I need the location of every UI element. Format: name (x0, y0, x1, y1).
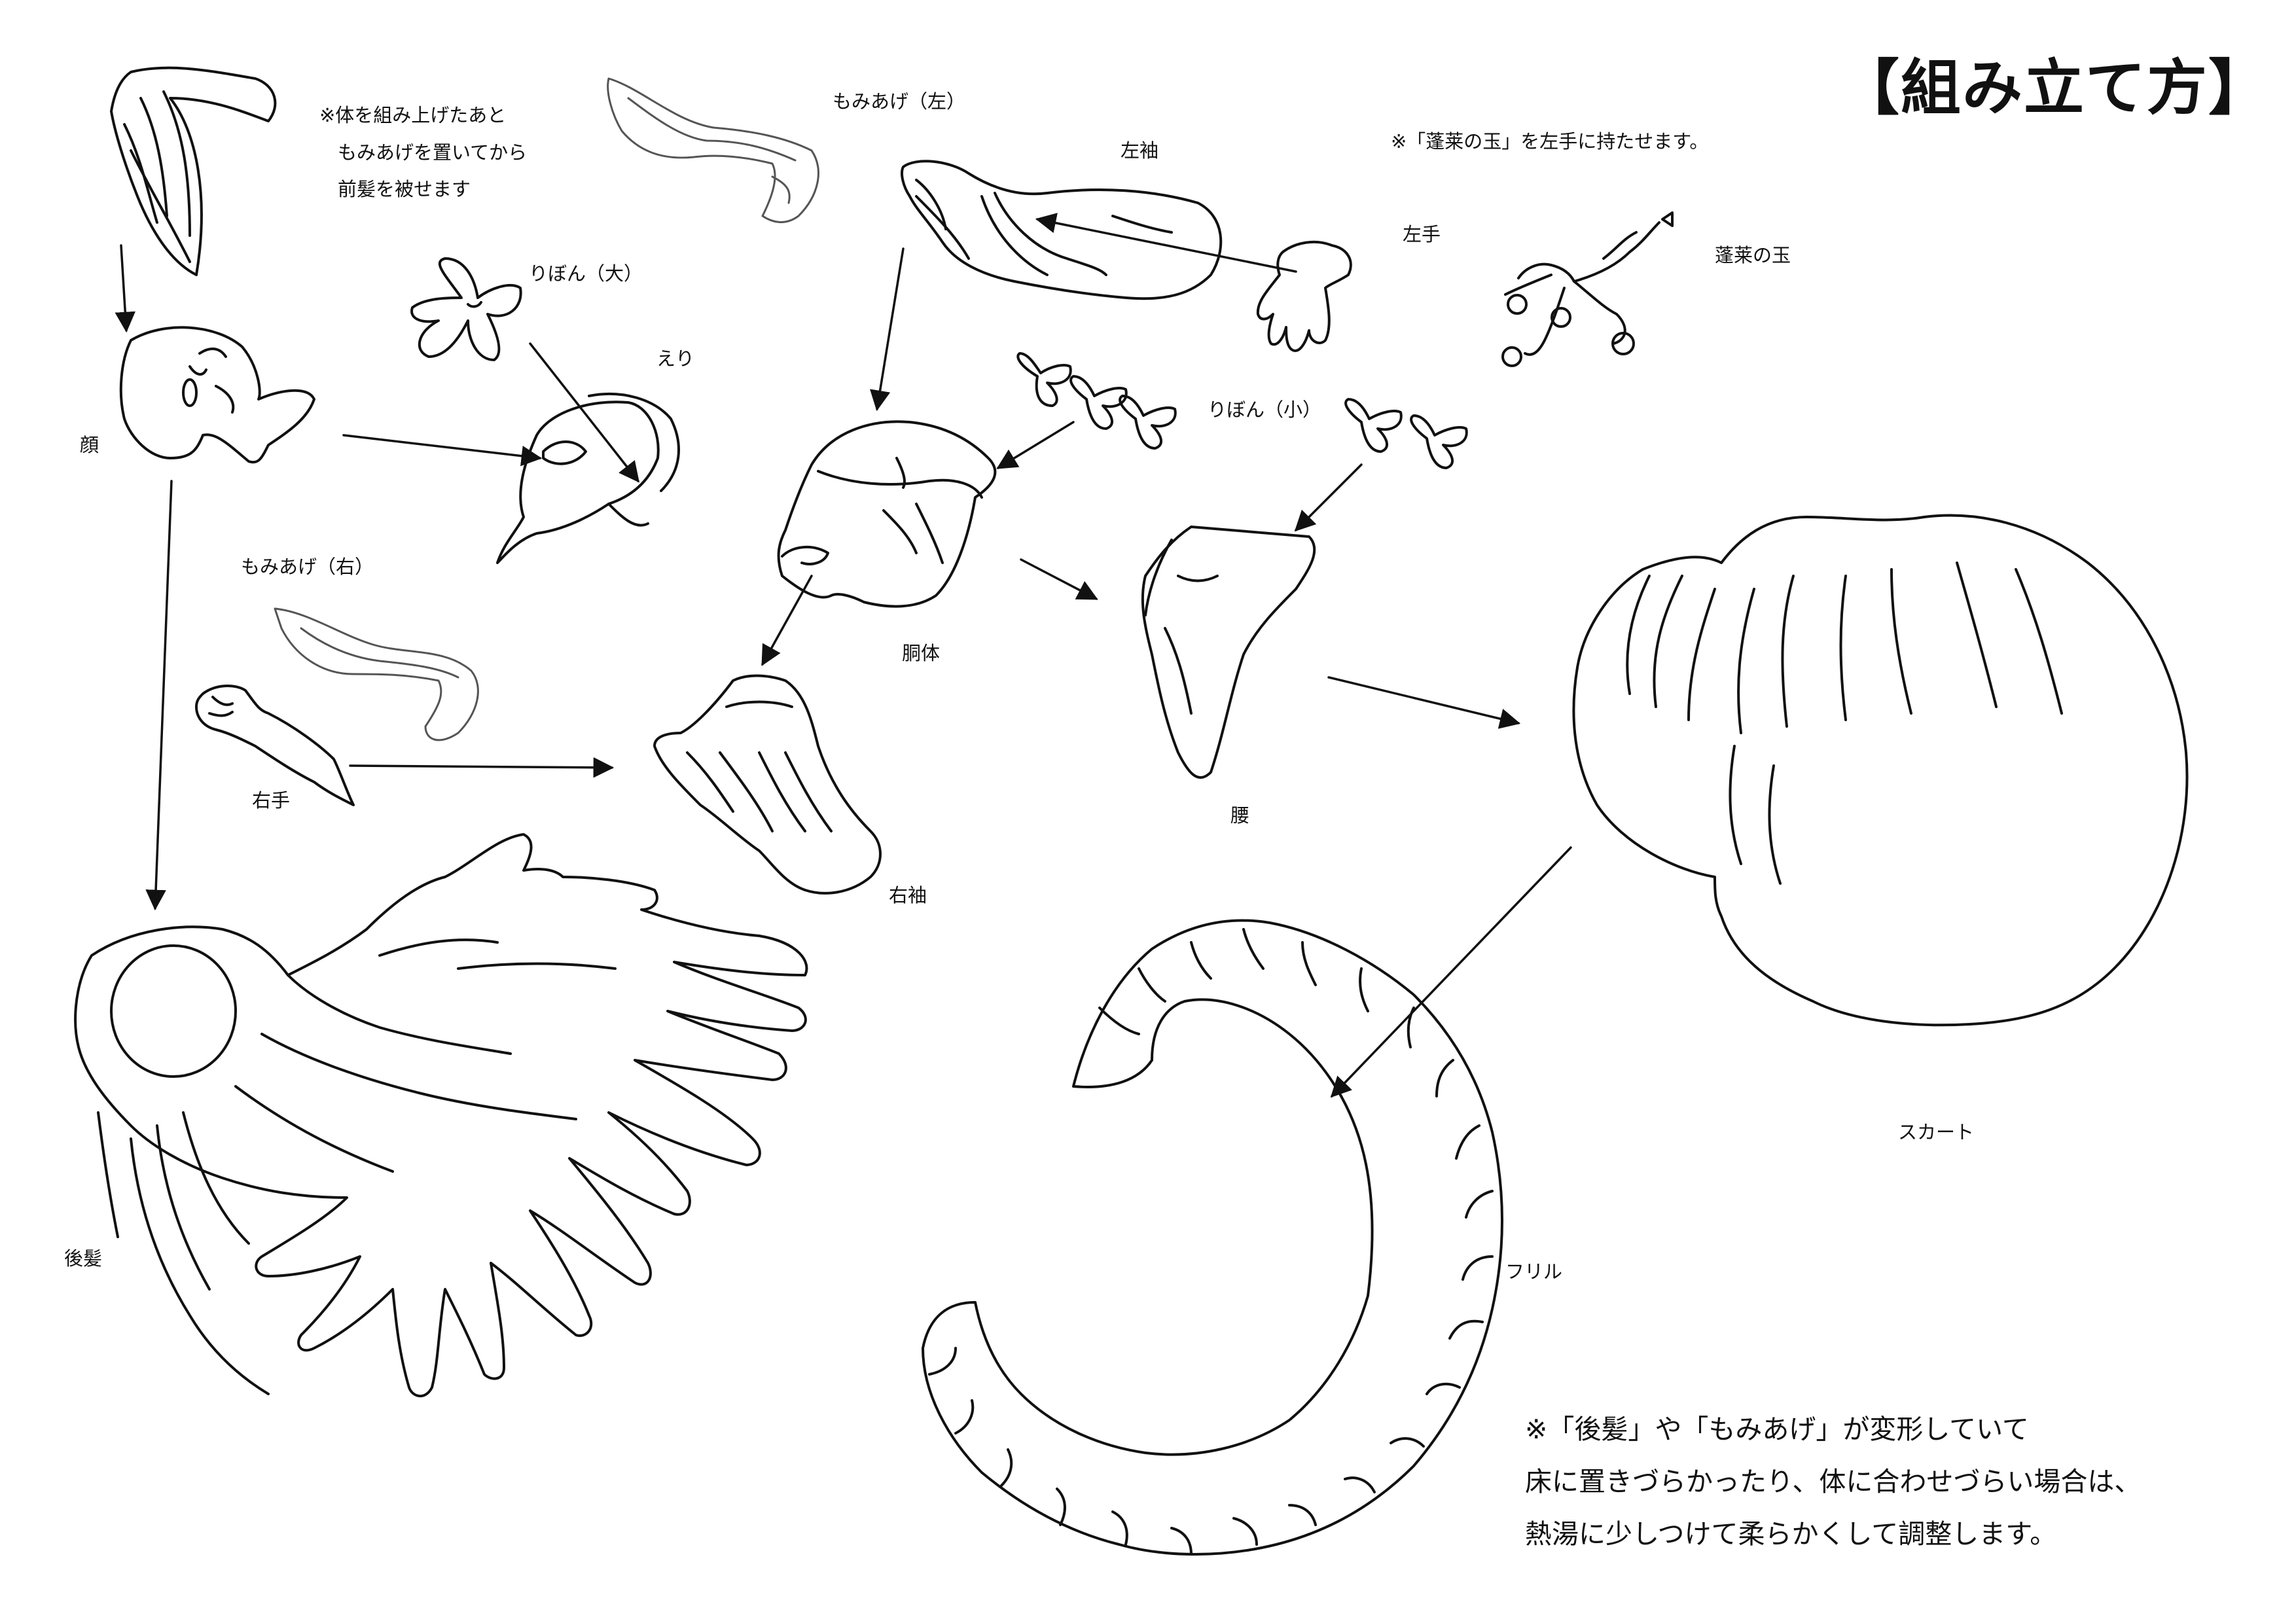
collar-part (497, 394, 679, 563)
note-deform: ※「後髪」や「もみあげ」が変形していて 床に置きづらかったり、体に合わせづらい場… (1525, 1404, 2141, 1561)
label-back-hair: 後髪 (64, 1247, 103, 1270)
note-deform-line: 床に置きづらかったり、体に合わせづらい場合は、 (1525, 1465, 2142, 1497)
frill-part (923, 920, 1502, 1554)
hourai-orb-part (1503, 213, 1672, 366)
skirt-part (1573, 516, 2187, 1026)
page-title: 【組み立て方】 (1839, 53, 2270, 123)
note-bangs-line: ※体を組み上げたあと (319, 104, 507, 126)
label-waist: 腰 (1230, 804, 1250, 827)
ribbon-large-part (412, 259, 521, 360)
label-hourai-orb: 蓬莱の玉 (1715, 244, 1791, 266)
note-deform-line: 熱湯に少しつけて柔らかくして調整します。 (1525, 1518, 2057, 1550)
note-deform-line: ※「後髪」や「もみあげ」が変形していて (1525, 1414, 2029, 1445)
label-face: 顔 (80, 434, 99, 456)
left-sleeve-part (902, 161, 1221, 298)
label-right-hand: 右手 (252, 789, 291, 812)
label-left-sleeve: 左袖 (1121, 139, 1159, 162)
ribbon-small-part (1018, 353, 1466, 468)
note-bangs-line: もみあげを置いてから (338, 141, 528, 164)
label-ribbon-large: りぼん（大） (529, 262, 643, 285)
label-frill: フリル (1505, 1260, 1563, 1283)
sideburn-left-part (608, 79, 819, 222)
torso-part (779, 421, 996, 606)
right-sleeve-part (655, 676, 880, 893)
note-bangs-line: 前髪を被せます (338, 178, 471, 201)
note-bangs: ※体を組み上げたあと もみあげを置いてから 前髪を被せます (319, 97, 527, 208)
label-left-hand: 左手 (1403, 223, 1441, 245)
bangs-part (111, 68, 275, 275)
label-right-sleeve: 右袖 (889, 884, 927, 906)
label-collar: えり (656, 348, 695, 370)
left-hand-part (1258, 242, 1351, 351)
sideburn-right-part (275, 609, 478, 740)
face-part (121, 327, 314, 462)
back-hair-part (75, 834, 806, 1396)
waist-part (1143, 527, 1314, 777)
label-sideburn-left: もみあげ（左） (833, 90, 966, 113)
right-hand-part (196, 686, 353, 805)
label-ribbon-small: りぼん（小） (1208, 399, 1322, 421)
label-sideburn-right: もみあげ（右） (241, 556, 374, 578)
label-torso: 胴体 (902, 642, 941, 664)
assembly-arrows (115, 213, 1571, 1098)
note-orb: ※「蓬莱の玉」を左手に持たせます。 (1391, 130, 1709, 152)
label-skirt: スカート (1898, 1121, 1975, 1143)
